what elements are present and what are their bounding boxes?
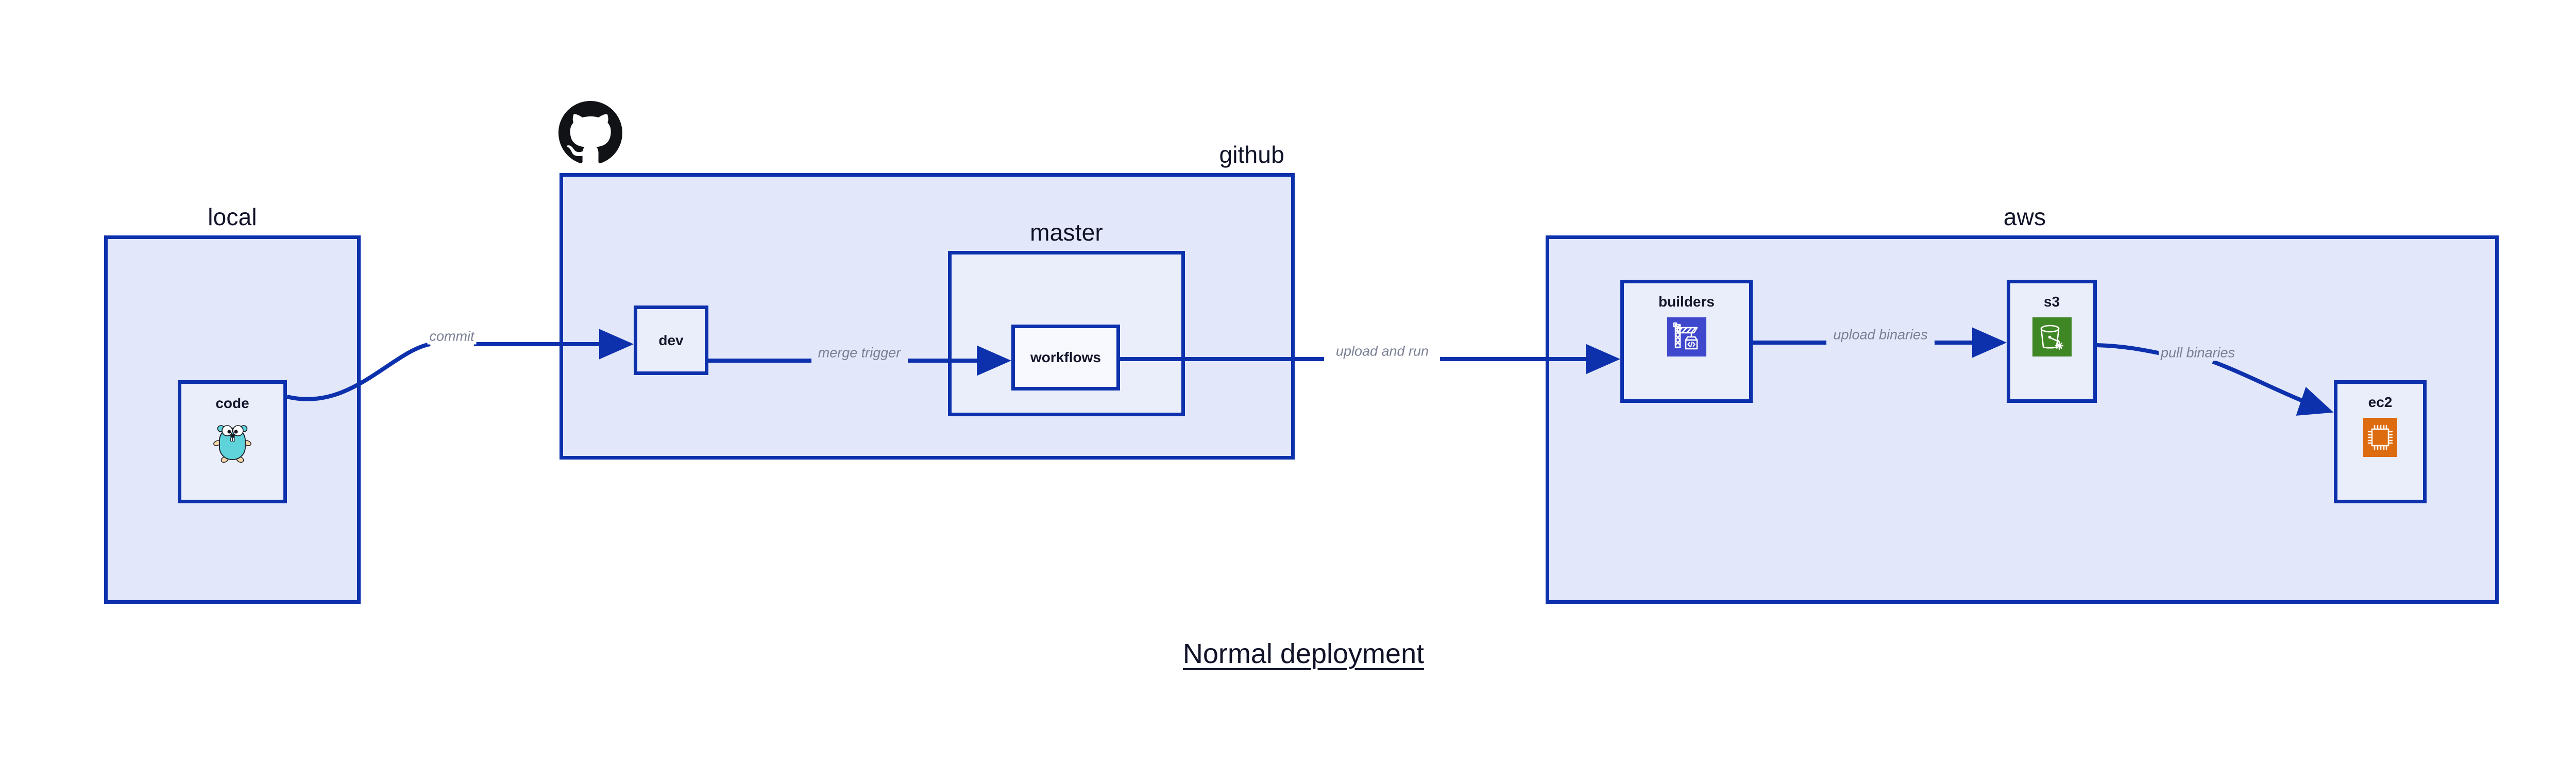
node-workflows[interactable]: workflows xyxy=(1011,325,1120,390)
node-ec2-label: ec2 xyxy=(2368,394,2393,410)
go-gopher-icon xyxy=(213,419,252,466)
edge-label-commit: commit xyxy=(427,328,477,345)
aws-ec2-chip-icon xyxy=(2363,418,2397,460)
diagram-title: Normal deployment xyxy=(1182,638,1425,669)
edge-label-pull-binaries: pull binaries xyxy=(2158,345,2238,361)
node-dev-label: dev xyxy=(658,332,684,348)
edge-label-upload-binaries: upload binaries xyxy=(1831,327,1930,343)
edge-label-merge-trigger: merge trigger xyxy=(816,345,903,361)
edge-commit xyxy=(286,342,431,401)
edge-label-upload-and-run: upload and run xyxy=(1333,343,1431,360)
group-master-label: master xyxy=(1030,219,1103,246)
node-builders[interactable]: builders xyxy=(1620,280,1753,403)
node-code[interactable]: code xyxy=(178,380,287,503)
group-github-label: github xyxy=(1219,141,1284,168)
aws-codebuild-icon xyxy=(1667,317,1706,359)
group-local-label: local xyxy=(208,203,257,230)
group-aws-label: aws xyxy=(2003,203,2046,230)
node-dev[interactable]: dev xyxy=(634,305,708,375)
node-s3-label: s3 xyxy=(2043,294,2060,310)
node-builders-label: builders xyxy=(1658,294,1715,310)
node-s3[interactable]: s3 xyxy=(2007,280,2097,403)
node-code-label: code xyxy=(215,395,249,411)
node-ec2[interactable]: ec2 xyxy=(2334,380,2427,503)
github-octocat-logo xyxy=(558,101,622,167)
edge-pull-binaries-b xyxy=(2212,360,2334,416)
node-workflows-label: workflows xyxy=(1030,349,1101,365)
aws-s3-bucket-icon xyxy=(2032,317,2072,359)
